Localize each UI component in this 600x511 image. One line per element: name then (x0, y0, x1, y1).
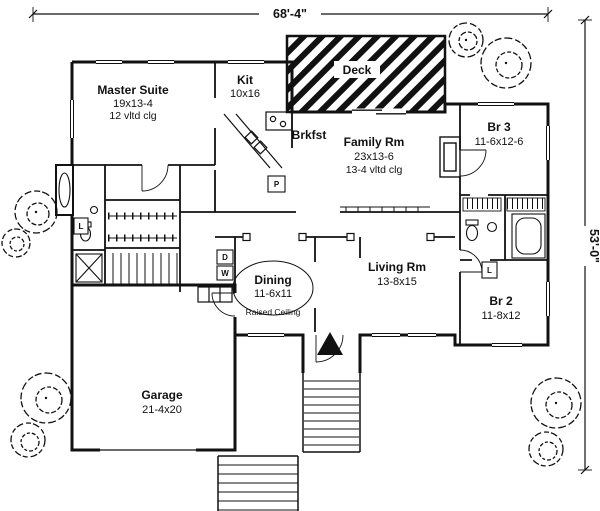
svg-text:13-4 vltd clg: 13-4 vltd clg (346, 164, 403, 176)
hall-stairs (112, 253, 178, 284)
columns (242, 232, 435, 242)
svg-text:11-8x12: 11-8x12 (482, 310, 521, 322)
washer-tag: W (221, 269, 229, 278)
room-label-living-room: Living Rm 13-8x15 (368, 260, 426, 288)
tree-icon (480, 37, 532, 89)
fireplace-icon (439, 136, 461, 178)
tree-icon (448, 22, 484, 58)
room-label-master-suite: Master Suite 19x13-4 12 vltd clg (97, 83, 169, 122)
dimension-width: 68'-4" (28, 7, 553, 22)
svg-text:Family Rm: Family Rm (344, 135, 405, 149)
interior-walls (72, 62, 548, 345)
linen-tag: L (487, 266, 492, 275)
tree-icon (10, 422, 46, 458)
svg-text:Dining: Dining (254, 273, 291, 287)
svg-text:Kit: Kit (237, 73, 253, 87)
tree-icon (14, 190, 58, 234)
dim-height-label: 53'-0" (587, 229, 600, 263)
svg-text:Deck: Deck (343, 63, 372, 77)
dimension-height: 53'-0" (578, 15, 600, 475)
linen-closets: L L (73, 217, 498, 279)
tub-icon (58, 172, 71, 208)
bath-fixtures (462, 197, 546, 259)
range-icon (265, 111, 293, 131)
room-label-kitchen: Kit 10x16 (230, 73, 260, 100)
tub-bay (55, 164, 74, 216)
svg-text:13-8x15: 13-8x15 (377, 276, 417, 288)
room-label-bedroom-3: Br 3 11-6x12-6 (475, 120, 524, 148)
svg-text:23x13-6: 23x13-6 (354, 151, 394, 163)
room-label-deck: Deck (334, 61, 380, 78)
svg-text:19x13-4: 19x13-4 (113, 98, 153, 110)
room-label-family-room: Family Rm 23x13-6 13-4 vltd clg (344, 135, 405, 176)
sink-icon (486, 221, 498, 233)
laundry-units: D W (216, 249, 234, 281)
room-label-breakfast: Brkfst (292, 128, 327, 142)
tree-icon (1, 228, 31, 258)
front-walk (217, 455, 299, 511)
svg-text:21-4x20: 21-4x20 (142, 404, 182, 416)
pantry-closet: P (267, 175, 286, 193)
sliding-door (352, 108, 406, 116)
shower-icon (75, 253, 103, 283)
railing (340, 206, 430, 212)
toilet-icon (465, 224, 479, 242)
garage-entry-steps (197, 286, 233, 303)
entry-marker (317, 332, 343, 355)
pantry-tag: P (274, 180, 280, 189)
room-label-bedroom-2: Br 2 11-8x12 (482, 294, 521, 322)
dining-ceiling-oval (232, 260, 314, 316)
dim-width-label: 68'-4" (273, 7, 307, 21)
svg-text:Brkfst: Brkfst (292, 128, 327, 142)
svg-text:Master Suite: Master Suite (97, 83, 169, 97)
door-arcs (141, 149, 487, 363)
svg-text:12 vltd clg: 12 vltd clg (109, 110, 156, 122)
svg-text:Br 3: Br 3 (487, 120, 511, 134)
front-steps (302, 373, 361, 453)
svg-text:11-6x11: 11-6x11 (254, 288, 292, 300)
room-label-dining: Dining 11-6x11 Raised Ceiling (232, 260, 314, 317)
tub-icon (511, 213, 546, 259)
svg-text:11-6x12-6: 11-6x12-6 (475, 136, 524, 148)
svg-text:10x16: 10x16 (230, 88, 260, 100)
trees (1, 22, 582, 467)
svg-text:Br 2: Br 2 (489, 294, 513, 308)
kitchen-counters (223, 111, 293, 169)
tree-icon (20, 372, 72, 424)
svg-text:Living Rm: Living Rm (368, 260, 426, 274)
dryer-tag: D (222, 253, 228, 262)
sink-icon (89, 205, 99, 215)
room-labels: Master Suite 19x13-4 12 vltd clg Kit 10x… (97, 61, 523, 416)
linen-tag: L (79, 222, 84, 231)
master-closet-rods (108, 212, 177, 242)
tree-icon (528, 431, 564, 467)
room-label-garage: Garage 21-4x20 (141, 388, 183, 416)
tree-icon (530, 377, 582, 429)
svg-text:Garage: Garage (141, 388, 183, 402)
room-note-dining: Raised Ceiling (246, 307, 301, 317)
